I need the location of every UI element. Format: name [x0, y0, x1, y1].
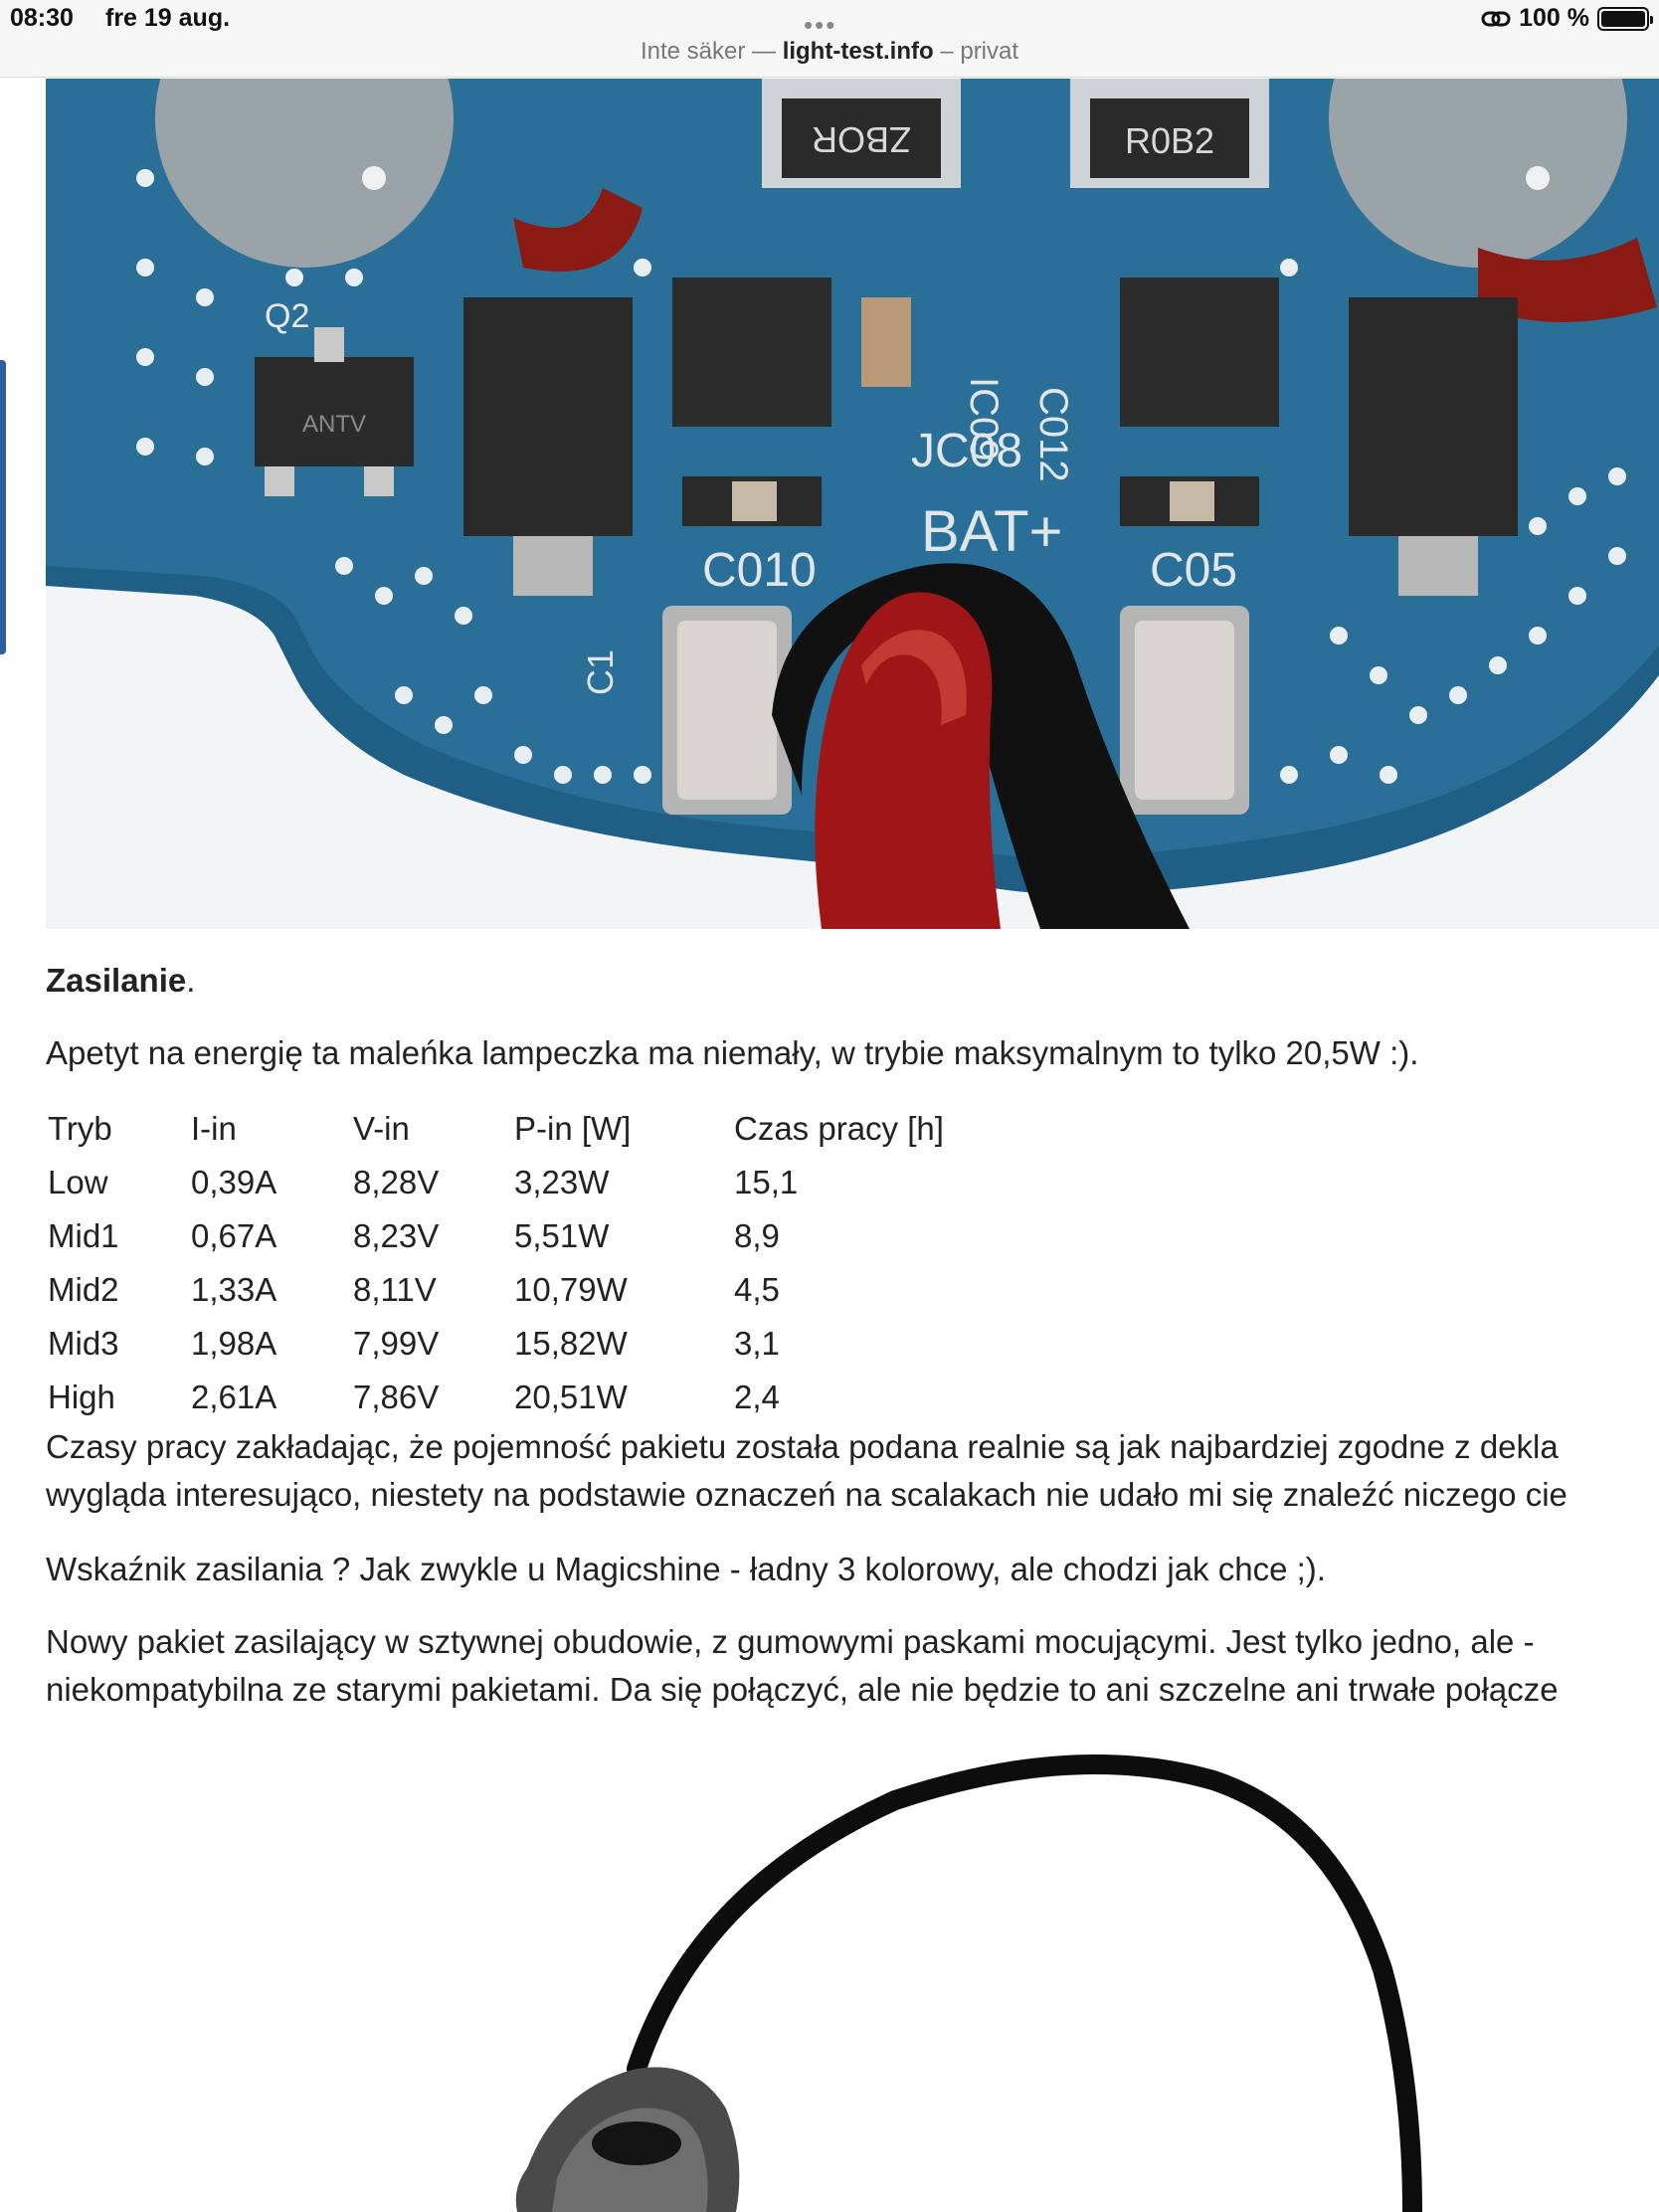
pcb-label-c1: C1 — [580, 649, 621, 695]
table-cell: 4,5 — [734, 1271, 780, 1308]
table-cell: 1,33A — [191, 1271, 277, 1308]
table-cell: 3,1 — [734, 1325, 780, 1362]
table-cell: 8,9 — [734, 1217, 780, 1254]
table-cell: 8,28V — [353, 1164, 440, 1200]
table-cell: 20,51W — [514, 1379, 628, 1415]
pcb-label-r0b2: R0B2 — [1125, 120, 1214, 161]
runtime-paragraph: Czasy pracy zakładając, że pojemność pak… — [46, 1423, 1567, 1519]
table-cell: 5,51W — [514, 1217, 610, 1254]
section-heading: Zasilanie. — [46, 957, 195, 1005]
table-header-cell: P-in [W] — [514, 1110, 632, 1147]
paragraph-line: Czasy pracy zakładając, że pojemność pak… — [46, 1428, 1559, 1465]
table-cell: 2,4 — [734, 1379, 780, 1415]
table-cell: 8,23V — [353, 1217, 440, 1254]
battery-pack-paragraph: Nowy pakiet zasilający w sztywnej obudow… — [46, 1618, 1559, 1714]
table-cell: 8,11V — [353, 1271, 437, 1308]
pcb-label-bat: BAT+ — [921, 499, 1062, 564]
battery-icon — [1597, 6, 1653, 31]
table-cell: Mid2 — [48, 1271, 119, 1308]
table-row: High 2,61A 7,86V 20,51W 2,4 — [48, 1371, 993, 1424]
pcb-label-c010: C010 — [702, 544, 817, 597]
pcb-label-jc08: JC08 — [911, 425, 1022, 477]
link-icon — [1481, 11, 1511, 26]
paragraph-line: wygląda interesująco, niestety na podsta… — [46, 1476, 1567, 1513]
status-bar: 08:30 fre 19 aug. ••• Inte säker — light… — [0, 0, 1659, 78]
security-label: Inte säker — — [640, 38, 777, 65]
table-cell: 3,23W — [514, 1164, 610, 1200]
table-cell: Mid1 — [48, 1217, 119, 1254]
heading-text: Zasilanie — [46, 962, 187, 999]
table-cell: Mid3 — [48, 1325, 119, 1362]
table-cell: 1,98A — [191, 1325, 277, 1362]
more-dots-icon[interactable]: ••• — [804, 10, 837, 40]
status-indicators: 100 % — [1481, 4, 1653, 33]
pcb-photo: ZBOR R0B2 ANTV Q2 JC08 C010 BAT+ C05 C01… — [46, 79, 1659, 929]
table-cell: High — [48, 1379, 115, 1415]
battery-pack-photo — [0, 1751, 1659, 2212]
pcb-illustration: ZBOR R0B2 ANTV Q2 JC08 C010 BAT+ C05 C01… — [46, 79, 1659, 929]
table-row: Low 0,39A 8,28V 3,23W 15,1 — [48, 1156, 993, 1209]
table-row: Mid1 0,67A 8,23V 5,51W 8,9 — [48, 1209, 993, 1263]
table-header-cell: I-in — [191, 1110, 237, 1147]
status-date: fre 19 aug. — [105, 4, 231, 32]
paragraph-line: Nowy pakiet zasilający w sztywnej obudow… — [46, 1623, 1535, 1660]
address-bar[interactable]: Inte säker — light-test.info – privat — [0, 38, 1659, 66]
table-cell: 10,79W — [514, 1271, 628, 1308]
table-cell: 2,61A — [191, 1379, 277, 1415]
paragraph-line: niekompatybilna ze starymi pakietami. Da… — [46, 1671, 1559, 1708]
sidebar-handle[interactable] — [0, 360, 6, 654]
table-cell: 0,39A — [191, 1164, 277, 1200]
table-cell: 0,67A — [191, 1217, 277, 1254]
url-domain[interactable]: light-test.info — [782, 38, 934, 65]
indicator-paragraph: Wskaźnik zasilania ? Jak zwykle u Magics… — [46, 1551, 1326, 1587]
table-header-cell: Czas pracy [h] — [734, 1110, 944, 1147]
power-table: Tryb I-in V-in P-in [W] Czas pracy [h] L… — [48, 1102, 993, 1424]
table-cell: Low — [48, 1164, 108, 1200]
battery-percent: 100 % — [1519, 4, 1589, 32]
table-header-row: Tryb I-in V-in P-in [W] Czas pracy [h] — [48, 1102, 993, 1156]
table-row: Mid3 1,98A 7,99V 15,82W 3,1 — [48, 1317, 993, 1371]
battery-pack-illustration — [0, 1751, 1659, 2212]
pcb-label-q2: Q2 — [265, 297, 309, 335]
intro-paragraph: Apetyt na energię ta maleńka lampeczka m… — [46, 1034, 1419, 1071]
table-cell: 7,99V — [353, 1325, 440, 1362]
table-row: Mid2 1,33A 8,11V 10,79W 4,5 — [48, 1263, 993, 1317]
pcb-label-c05: C05 — [1150, 544, 1237, 597]
pcb-label-c012: C012 — [1031, 387, 1075, 482]
table-cell: 15,82W — [514, 1325, 628, 1362]
table-header-cell: Tryb — [48, 1110, 112, 1147]
pcb-label-antv: ANTV — [302, 411, 366, 438]
pcb-label-ic09: IC09 — [962, 377, 1006, 461]
table-header-cell: V-in — [353, 1110, 410, 1147]
battery-fill — [1601, 10, 1645, 27]
status-time: 08:30 — [10, 4, 74, 32]
pcb-label-zbor: ZBOR — [812, 119, 911, 160]
table-cell: 7,86V — [353, 1379, 440, 1415]
table-cell: 15,1 — [734, 1164, 799, 1200]
private-mode-label: – privat — [940, 38, 1019, 65]
heading-period: . — [186, 962, 196, 999]
